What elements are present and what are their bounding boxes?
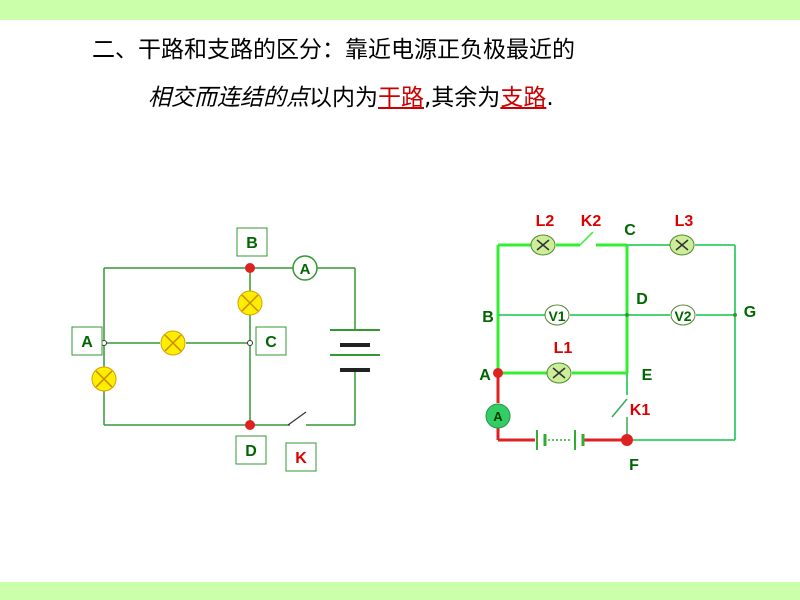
label-box-d (235, 435, 267, 465)
voltmeter-v2: V2 (670, 304, 696, 326)
heading-comma: ,其余为 (424, 85, 501, 111)
heading-line-2: 相交而连结的点以内为干路,其余为支路. (148, 78, 554, 112)
lamp-top (237, 290, 263, 316)
heading-period: . (546, 85, 554, 111)
node-c-dot (247, 340, 253, 346)
heading-italic: 相交而连结的点 (148, 85, 309, 111)
label-c-right: C (624, 222, 636, 239)
label-c: C (265, 334, 277, 351)
label-box-b (236, 227, 268, 257)
svg-text:V1: V1 (548, 308, 565, 324)
label-g: G (744, 304, 756, 321)
svg-text:A: A (300, 261, 311, 278)
label-b: B (246, 235, 258, 252)
label-l3: L3 (675, 213, 694, 230)
label-d-right: D (636, 291, 648, 308)
left-circuit-wires (103, 267, 356, 426)
battery-right (536, 430, 585, 450)
node-f-dot (621, 434, 633, 446)
label-k1: K1 (630, 402, 651, 419)
svg-text:A: A (493, 409, 503, 424)
label-a: A (81, 334, 93, 351)
bottom-band (0, 582, 800, 600)
svg-text:V2: V2 (674, 308, 691, 324)
branch-term: 支路 (500, 85, 547, 111)
node-b-dot (245, 263, 255, 273)
switch-k-lever (287, 411, 307, 426)
label-box-c (255, 326, 287, 356)
label-k: K (295, 450, 307, 467)
voltmeter-v1: V1 (544, 304, 570, 326)
label-box-a (71, 326, 103, 356)
ammeter-right: A (485, 403, 511, 429)
lamp-left (91, 366, 117, 392)
top-band (0, 0, 800, 20)
lamp-l3 (669, 234, 695, 256)
label-b-right: B (482, 309, 494, 326)
heading-line-1: 二、干路和支路的区分：靠近电源正负极最近的 (92, 37, 575, 63)
right-trunk-wires (496, 243, 629, 375)
switch-k2-lever (579, 231, 594, 246)
lamp-l1 (546, 362, 572, 384)
trunk-term: 干路 (378, 85, 424, 111)
label-e: E (642, 367, 653, 384)
label-f: F (629, 457, 639, 474)
node-a-right-dot (493, 368, 503, 378)
lamp-l2 (530, 234, 556, 256)
label-a-right: A (479, 367, 491, 384)
label-k2: K2 (581, 213, 602, 230)
lamp-middle (160, 330, 186, 356)
node-d-right-dot (625, 313, 629, 317)
right-branch-wires (498, 244, 736, 441)
label-l2: L2 (536, 213, 555, 230)
label-l1: L1 (554, 340, 573, 357)
ammeter-left: A (292, 255, 318, 281)
heading-mid: 以内为 (309, 85, 378, 111)
label-d: D (245, 443, 257, 460)
label-box-k (285, 442, 317, 472)
node-d-dot (245, 420, 255, 430)
battery-symbol (330, 329, 380, 372)
node-g-dot (733, 313, 737, 317)
switch-k1-lever (611, 398, 628, 418)
